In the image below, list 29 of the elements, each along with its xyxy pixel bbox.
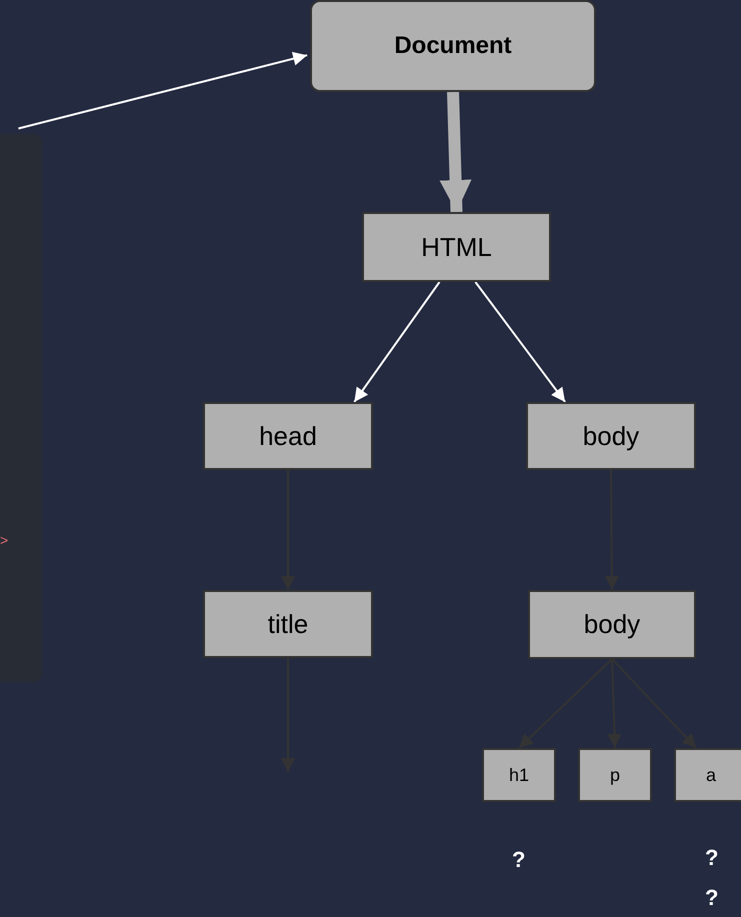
tree-node-box <box>526 402 696 470</box>
tree-node-box <box>203 402 373 470</box>
node-label: HTML <box>421 232 492 262</box>
tree-node-box <box>674 748 741 802</box>
node-label: body <box>584 609 640 640</box>
arrow <box>608 658 622 748</box>
tree-node-box <box>362 212 551 282</box>
question-mark: ? <box>512 847 526 873</box>
node-label: Document <box>394 32 512 60</box>
code-fragment: > <box>0 532 8 548</box>
arrow <box>474 281 566 403</box>
node-label: h1 <box>508 764 530 786</box>
rounded-box <box>310 0 596 92</box>
tree-node-box <box>528 590 696 659</box>
arrow <box>611 658 697 749</box>
question-mark: ? <box>705 845 718 871</box>
arrow <box>440 92 472 212</box>
arrow <box>518 658 613 749</box>
arrow <box>353 281 440 403</box>
tree-node-box <box>203 590 373 658</box>
tree-node-box <box>482 748 556 802</box>
node-label: head <box>259 420 317 452</box>
node-label: body <box>582 420 640 452</box>
node-label: title <box>268 608 308 640</box>
question-mark: ? <box>705 885 718 911</box>
node-label: a <box>706 764 716 786</box>
arrow <box>18 52 308 130</box>
node-label: p <box>610 764 620 786</box>
tree-node-box <box>578 748 652 802</box>
